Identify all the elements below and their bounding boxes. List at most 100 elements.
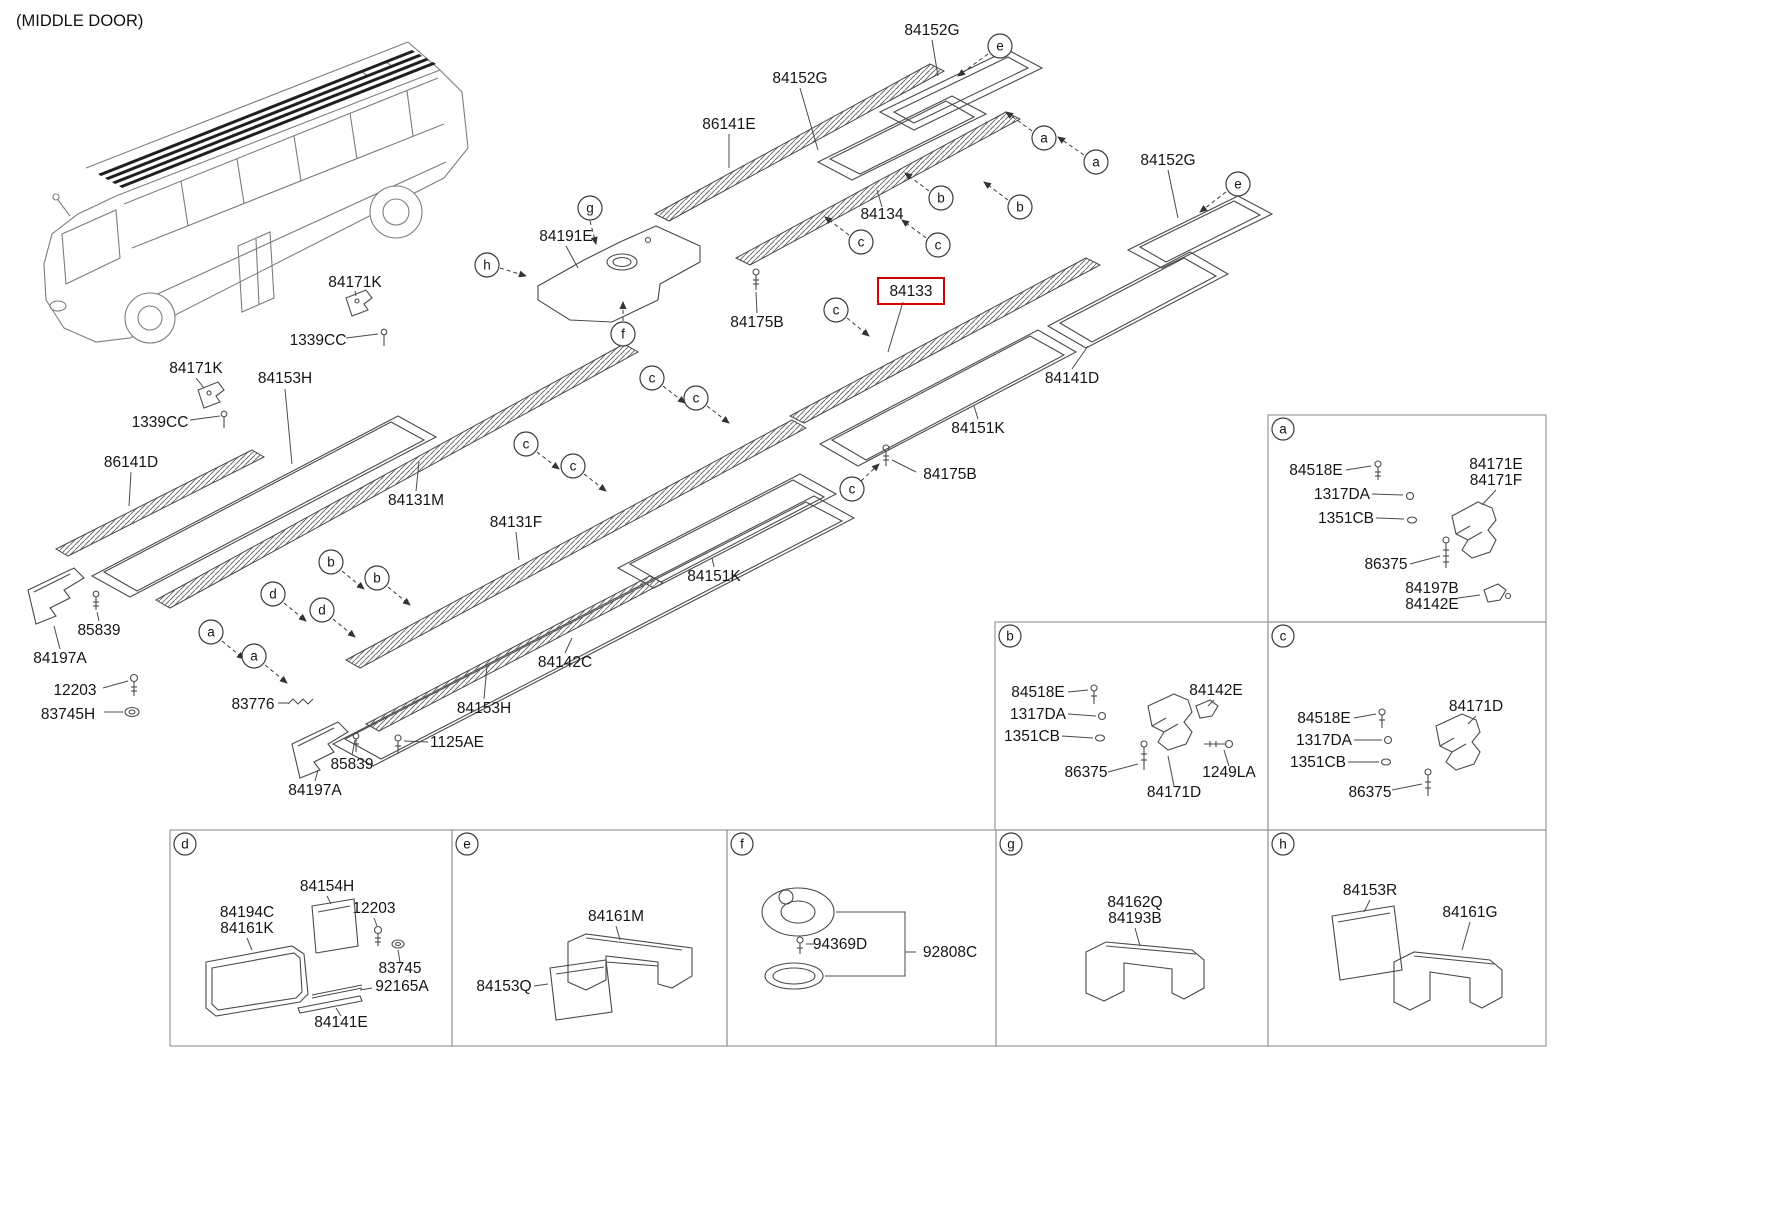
callout-label: c — [935, 238, 942, 253]
detail-f-leaders — [806, 911, 916, 977]
part-label: 84193B — [1108, 910, 1161, 927]
callout-label: b — [1016, 200, 1024, 215]
bracket-84197a-1 — [27, 567, 85, 625]
callout: a — [1083, 149, 1109, 175]
screw-1339cc-2 — [220, 410, 228, 428]
part-label: 1351CB — [1004, 728, 1060, 745]
detail-d-leaders — [246, 895, 401, 1017]
part-label: 92165A — [375, 978, 429, 995]
screw-85839-2 — [352, 732, 360, 752]
part-label: 84153R — [1343, 882, 1397, 899]
callout-label: a — [1092, 155, 1100, 170]
callout-label: c — [649, 371, 656, 386]
part-label: 84161M — [588, 908, 644, 925]
roof-trim-strips — [98, 50, 436, 188]
part-label: 84153Q — [476, 978, 531, 995]
detail-g-illustration — [1085, 941, 1205, 1002]
callout-label: d — [318, 603, 326, 618]
box-letter: h — [1279, 837, 1287, 852]
part-label: 1339CC — [290, 332, 347, 349]
frame-84141d — [1046, 251, 1230, 349]
strip-86141d — [54, 449, 266, 557]
callout: e — [1225, 171, 1251, 197]
callout: c — [639, 365, 665, 391]
detail-box-c: c 84518E 1317DA 1351CB 86375 84171D — [1267, 621, 1547, 831]
box-letter: b — [1006, 629, 1014, 644]
part-label: 84134 — [860, 206, 903, 223]
callout-label: a — [250, 649, 258, 664]
highlighted-part-84133[interactable]: 84133 — [877, 277, 945, 305]
callout-label: a — [1040, 131, 1048, 146]
bolt-12203 — [129, 673, 139, 696]
detail-b-illustration — [1090, 684, 1234, 770]
callout: h — [474, 252, 500, 278]
callout: a — [198, 619, 224, 645]
box-letter: c — [1280, 629, 1287, 644]
callout: a — [241, 643, 267, 669]
part-label: 84151K — [687, 568, 741, 585]
part-label: 84191E — [539, 228, 592, 245]
part-label: 84171F — [1470, 472, 1523, 489]
part-label: 84161K — [220, 920, 274, 937]
strip-84133[interactable] — [788, 257, 1102, 424]
part-label: 84171E — [1469, 456, 1522, 473]
part-label: 12203 — [53, 682, 96, 699]
bus-illustration — [43, 41, 469, 344]
part-label: 84141D — [1045, 370, 1099, 387]
callout: b — [318, 549, 344, 575]
part-label: 85839 — [330, 756, 373, 773]
callout-label: b — [373, 571, 381, 586]
screw-1125ae — [394, 734, 402, 754]
callout: c — [683, 385, 709, 411]
part-label: 84171K — [328, 274, 382, 291]
callout-label: c — [523, 437, 530, 452]
frame-84153h-top — [90, 415, 438, 598]
part-label: 84152G — [904, 22, 959, 39]
bracket-84171k-1 — [345, 289, 373, 317]
part-label: 84518E — [1011, 684, 1064, 701]
part-label: 84161G — [1442, 904, 1497, 921]
callout: d — [309, 597, 335, 623]
part-label: 94369D — [813, 936, 867, 953]
part-label: 86141D — [104, 454, 158, 471]
callout-label: e — [996, 39, 1004, 54]
callout: e — [987, 33, 1013, 59]
part-label: 84171K — [169, 360, 223, 377]
part-label: 84131M — [388, 492, 444, 509]
part-label: 84197A — [288, 782, 342, 799]
main-diagram-art — [27, 39, 1274, 782]
detail-h-leaders — [1363, 899, 1471, 951]
part-label: 1317DA — [1010, 706, 1067, 723]
spring-pin-83776 — [287, 698, 314, 705]
detail-box-b: b 84518E 84142E 1317DA 1351CB 86375 1249… — [994, 621, 1269, 831]
part-label: 83745 — [378, 960, 421, 977]
part-label: 1125AE — [430, 734, 484, 751]
part-label: 84152G — [1140, 152, 1195, 169]
part-label: 84175B — [923, 466, 976, 483]
part-label: 86141E — [702, 116, 755, 133]
callout-label: c — [693, 391, 700, 406]
detail-box-a: a 84518E 84171E 84171F 1317DA 1351CB 863… — [1267, 414, 1547, 623]
callout: f — [610, 321, 636, 347]
part-label: 1249LA — [1202, 764, 1256, 781]
callout-label: g — [586, 201, 594, 216]
box-letter: a — [1279, 422, 1287, 437]
detail-h-illustration — [1331, 905, 1503, 1011]
part-label: 84141E — [314, 1014, 367, 1031]
box-letter: d — [181, 837, 189, 852]
detail-c-illustration — [1378, 708, 1481, 796]
callout-label: c — [833, 303, 840, 318]
part-label: 84162Q — [1107, 894, 1162, 911]
strip-84131f — [344, 419, 808, 669]
part-label: 86375 — [1348, 784, 1391, 801]
detail-e-leaders — [533, 925, 621, 987]
part-label: 84153H — [258, 370, 312, 387]
callout: a — [1031, 125, 1057, 151]
part-label: 84131F — [490, 514, 543, 531]
part-label: 1351CB — [1318, 510, 1374, 527]
callout: b — [364, 565, 390, 591]
part-label: 83776 — [231, 696, 274, 713]
callout-label: d — [269, 587, 277, 602]
